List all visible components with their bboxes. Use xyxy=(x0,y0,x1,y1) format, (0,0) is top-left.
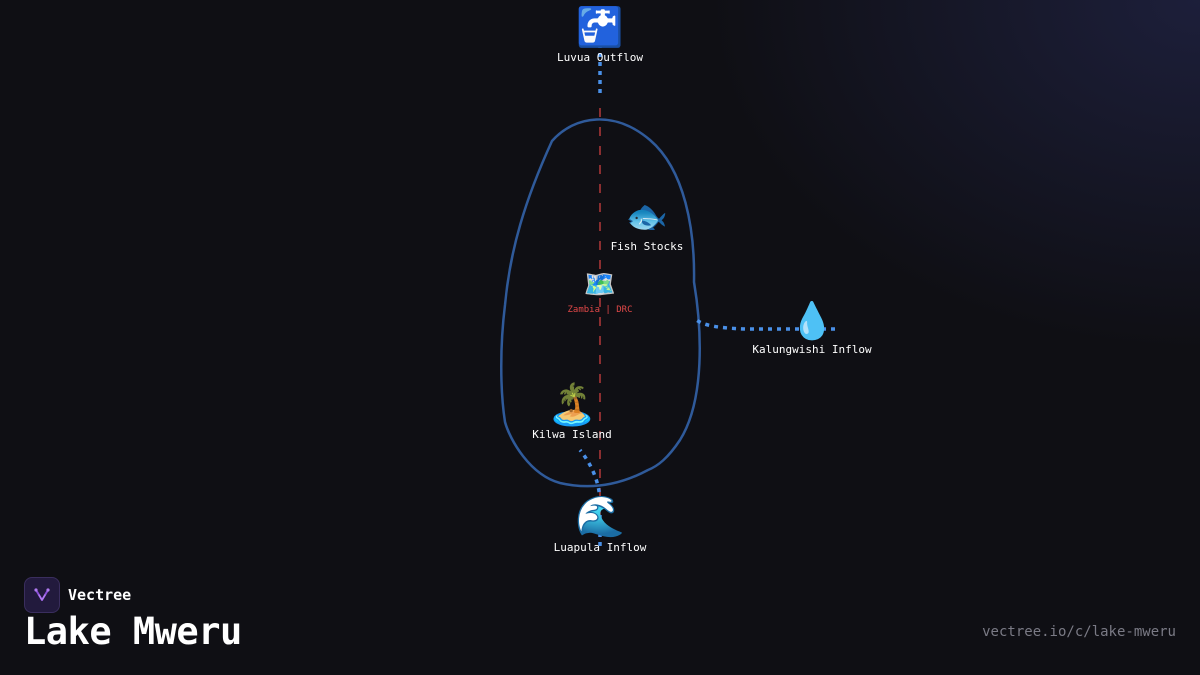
node-label: Luvua Outflow xyxy=(557,51,643,64)
node-kilwa-island[interactable]: 🏝️ Kilwa Island xyxy=(532,381,611,441)
wave-icon: 🌊 xyxy=(575,493,625,540)
brand[interactable]: Vectree xyxy=(24,577,131,613)
vectree-logo-icon xyxy=(24,577,60,613)
brand-name: Vectree xyxy=(68,586,132,604)
node-label: Luapula Inflow xyxy=(554,541,647,554)
faucet-icon: 🚰 xyxy=(576,5,623,49)
page-title: Lake Mweru xyxy=(24,610,242,653)
node-label: Kalungwishi Inflow xyxy=(752,343,872,356)
lake-outline xyxy=(500,118,701,488)
page-url[interactable]: vectree.io/c/lake-mweru xyxy=(982,624,1176,640)
node-label: Kilwa Island xyxy=(532,428,611,441)
fish-icon: 🐟 xyxy=(626,197,668,237)
node-luvua-outflow[interactable]: 🚰 Luvua Outflow xyxy=(557,5,643,64)
luapula-flow-line xyxy=(578,448,602,546)
border-label: Zambia | DRC xyxy=(567,305,632,315)
node-kalungwishi-inflow[interactable]: 💧 Kalungwishi Inflow xyxy=(752,300,872,356)
node-fish-stocks[interactable]: 🐟 Fish Stocks xyxy=(611,197,684,253)
border-marker[interactable]: 🗺️ Zambia | DRC xyxy=(567,270,632,315)
node-luapula-inflow[interactable]: 🌊 Luapula Inflow xyxy=(554,493,647,554)
map-icon: 🗺️ xyxy=(584,270,616,300)
kalungwishi-flow-line xyxy=(692,316,835,331)
node-label: Fish Stocks xyxy=(611,240,684,253)
droplet-icon: 💧 xyxy=(790,300,835,342)
island-icon: 🏝️ xyxy=(547,381,597,428)
